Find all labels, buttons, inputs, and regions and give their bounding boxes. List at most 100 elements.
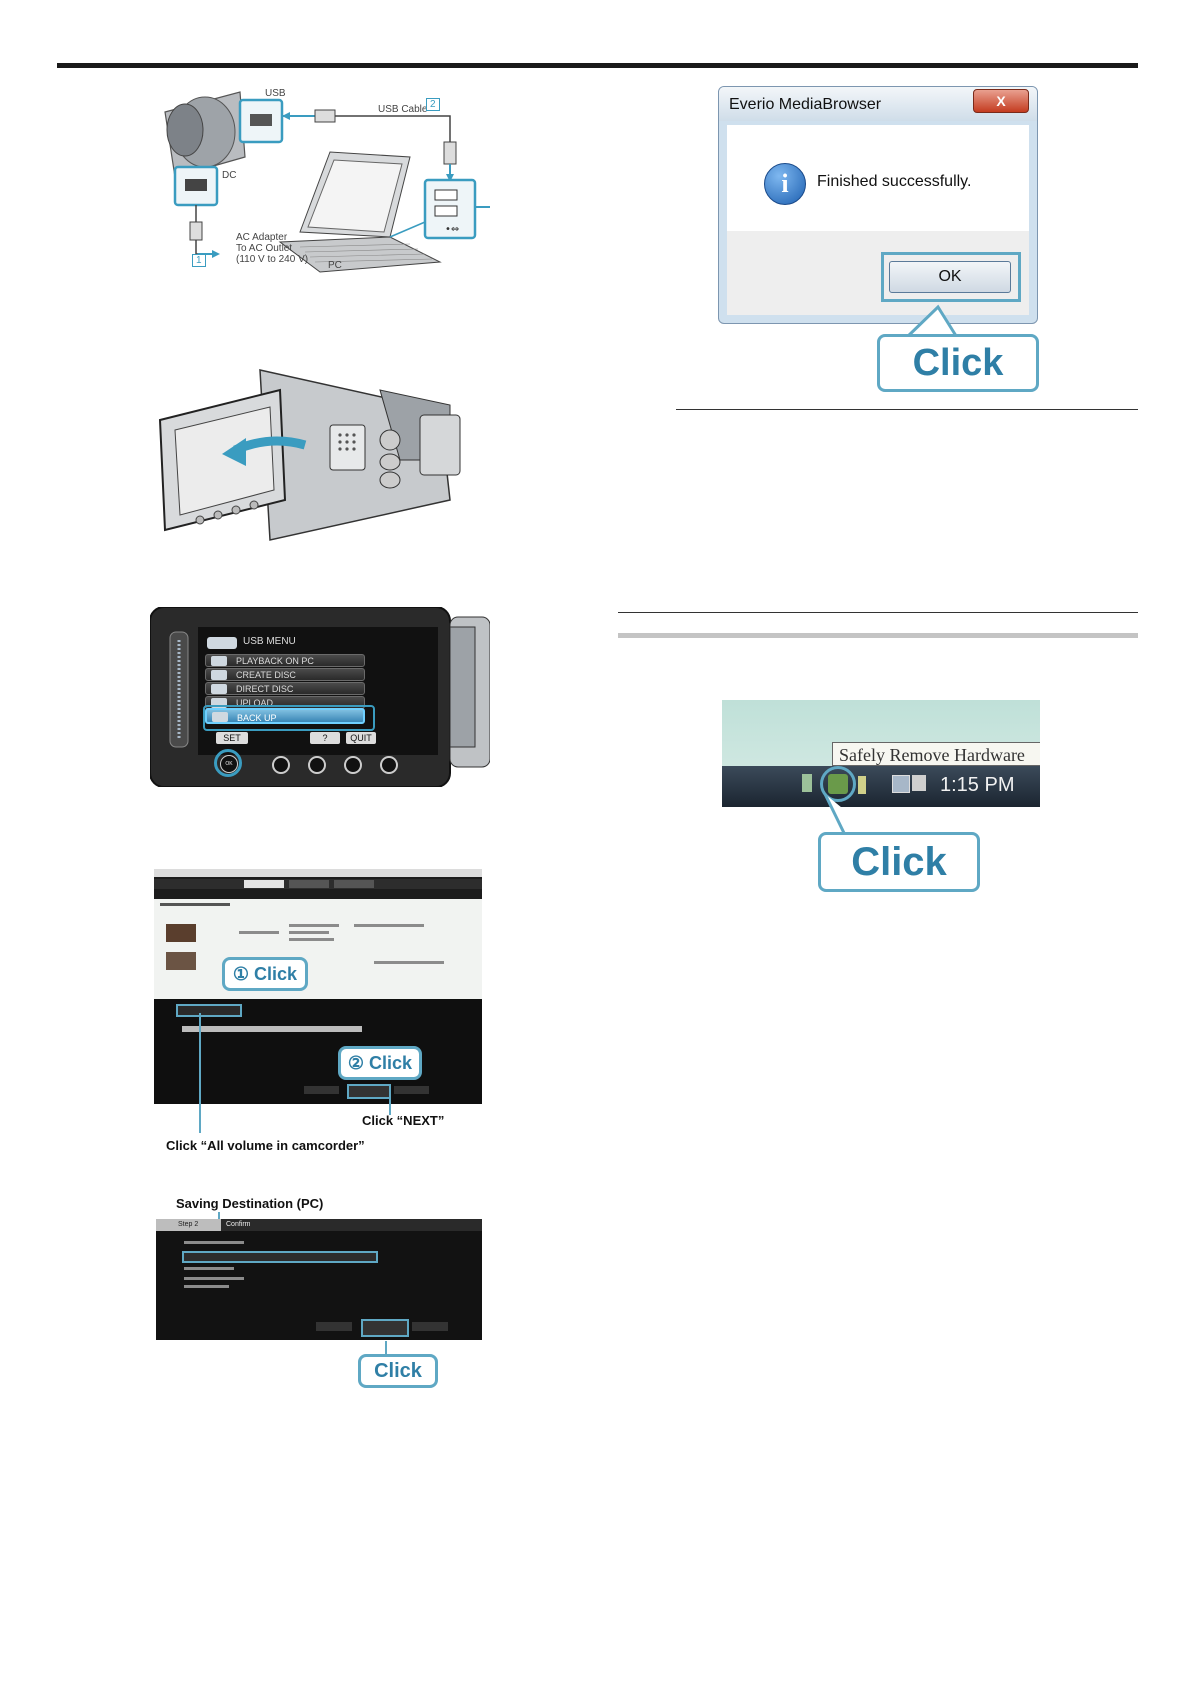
tooltip-text: Safely Remove Hardware bbox=[839, 745, 1025, 765]
back-button[interactable] bbox=[316, 1322, 352, 1331]
step-tab-label: Step 2 bbox=[178, 1221, 199, 1228]
usb-menu-icon bbox=[207, 637, 237, 649]
svg-text:•⇔: •⇔ bbox=[445, 224, 459, 235]
thumbnail bbox=[166, 924, 196, 942]
close-icon: X bbox=[996, 93, 1006, 109]
all-volume-option[interactable] bbox=[176, 1004, 242, 1017]
thumbnail bbox=[166, 952, 196, 970]
menu-item-label: CREATE DISC bbox=[236, 670, 296, 680]
camera-button[interactable] bbox=[308, 756, 326, 774]
tray-icon-highlight bbox=[820, 766, 856, 802]
dialog-close-button[interactable]: X bbox=[973, 89, 1029, 113]
tray-icon bbox=[858, 776, 866, 794]
ok-label: OK bbox=[225, 761, 233, 767]
ok-button-highlight bbox=[881, 252, 1021, 302]
click-2-label: ② Click bbox=[347, 1052, 413, 1073]
menu-item-label: PLAYBACK ON PC bbox=[236, 656, 314, 666]
dc-label: DC bbox=[222, 170, 237, 181]
confirm-step-bar bbox=[156, 1219, 482, 1231]
quit-button[interactable]: QUIT bbox=[346, 732, 376, 744]
section-rule-thick bbox=[618, 633, 1138, 638]
list-heading bbox=[160, 903, 230, 906]
confirm-step-tab: Step 2 bbox=[156, 1219, 221, 1231]
tray-icon bbox=[802, 774, 812, 792]
section-rule bbox=[618, 612, 1138, 613]
info-icon: i bbox=[764, 163, 806, 205]
all-volume-leader-line bbox=[199, 1013, 201, 1133]
usb-menu-figure: USB MENU PLAYBACK ON PC CREATE DISC DIRE… bbox=[150, 607, 490, 787]
cancel-button[interactable] bbox=[394, 1086, 429, 1094]
backup-icon bbox=[212, 712, 228, 722]
monitor-icon bbox=[211, 656, 227, 666]
start-leader-line bbox=[385, 1341, 387, 1355]
camcorder-open-monitor-illustration bbox=[158, 369, 461, 541]
click-start-callout: Click bbox=[358, 1354, 438, 1388]
menu-selection-outline bbox=[203, 705, 375, 731]
click-start-label: Click bbox=[374, 1359, 422, 1382]
row-text bbox=[289, 938, 334, 941]
globe-icon bbox=[211, 698, 227, 708]
usb-menu-title: USB MENU bbox=[243, 636, 296, 647]
camera-button[interactable] bbox=[272, 756, 290, 774]
menu-item-back-up[interactable]: BACK UP bbox=[205, 708, 365, 724]
step-2-marker: 2 bbox=[426, 98, 440, 111]
cancel-button[interactable] bbox=[412, 1322, 448, 1331]
click-ok-label: Click bbox=[912, 341, 1004, 384]
camera-button[interactable] bbox=[380, 756, 398, 774]
click-ok-callout: Click bbox=[877, 334, 1039, 392]
step-tab bbox=[244, 880, 284, 888]
row-text bbox=[239, 931, 279, 934]
disc-icon bbox=[211, 684, 227, 694]
taskbar-screenshot: Safely Remove Hardware 1:15 PM bbox=[722, 700, 1040, 807]
menu-item-direct-disc[interactable]: DIRECT DISC bbox=[205, 682, 365, 695]
quit-label: QUIT bbox=[350, 733, 372, 743]
tooltip: Safely Remove Hardware bbox=[832, 742, 1040, 766]
usb-menu-header: USB MENU bbox=[207, 636, 407, 650]
caption-saving-destination: Saving Destination (PC) bbox=[176, 1196, 324, 1211]
folder-dropdown[interactable] bbox=[182, 1026, 362, 1032]
destination-path-field bbox=[182, 1251, 378, 1263]
confirm-tab-label: Confirm bbox=[226, 1221, 251, 1228]
back-button[interactable] bbox=[304, 1086, 339, 1094]
help-button[interactable]: ? bbox=[310, 732, 340, 744]
dialog-ok-button[interactable]: OK bbox=[889, 261, 1011, 293]
everio-dialog: Everio MediaBrowser X i Finished success… bbox=[718, 86, 1038, 324]
row-text bbox=[289, 924, 339, 927]
disc-icon bbox=[211, 670, 227, 680]
confirm-text bbox=[184, 1267, 234, 1270]
next-button[interactable] bbox=[347, 1084, 391, 1099]
ok-button[interactable]: OK bbox=[220, 755, 238, 773]
menu-item-playback-on-pc[interactable]: PLAYBACK ON PC bbox=[205, 654, 365, 667]
click-2-callout: ② Click bbox=[338, 1046, 422, 1080]
next-leader-line bbox=[389, 1095, 391, 1115]
click-tray-callout: Click bbox=[818, 832, 980, 892]
volume-icon bbox=[912, 775, 926, 791]
menu-item-create-disc[interactable]: CREATE DISC bbox=[205, 668, 365, 681]
click-1-callout: ① Click bbox=[222, 957, 308, 991]
click-tray-label: Click bbox=[851, 839, 947, 884]
menu-item-label: UPLOAD bbox=[236, 698, 274, 708]
ac-adapter-label: AC Adapter bbox=[236, 232, 288, 243]
confirm-text bbox=[184, 1285, 229, 1288]
voltage-label: (110 V to 240 V) bbox=[236, 254, 309, 265]
confirm-text bbox=[184, 1277, 244, 1280]
start-button[interactable] bbox=[361, 1319, 409, 1337]
safely-remove-hardware-icon[interactable] bbox=[828, 774, 848, 794]
usb-label: USB bbox=[265, 88, 286, 99]
network-icon bbox=[892, 775, 910, 793]
menu-item-label: DIRECT DISC bbox=[236, 684, 294, 694]
connection-figure: •⇔ USB USB Cable 2 DC AC Adapter To AC O… bbox=[150, 82, 490, 274]
row-text bbox=[289, 931, 329, 934]
confirm-text bbox=[184, 1241, 244, 1244]
step-tab bbox=[289, 880, 329, 888]
open-lcd-figure bbox=[150, 350, 495, 550]
backup-software-screenshot bbox=[154, 869, 482, 1104]
ok-label: OK bbox=[938, 268, 962, 285]
set-button[interactable]: SET bbox=[216, 732, 248, 744]
section-rule bbox=[676, 409, 1138, 410]
row-text bbox=[354, 924, 424, 927]
caption-click-next: Click “NEXT” bbox=[362, 1113, 445, 1128]
camera-button[interactable] bbox=[344, 756, 362, 774]
backup-confirm-screenshot: Step 2 Confirm bbox=[156, 1219, 482, 1340]
taskbar bbox=[722, 766, 1040, 807]
